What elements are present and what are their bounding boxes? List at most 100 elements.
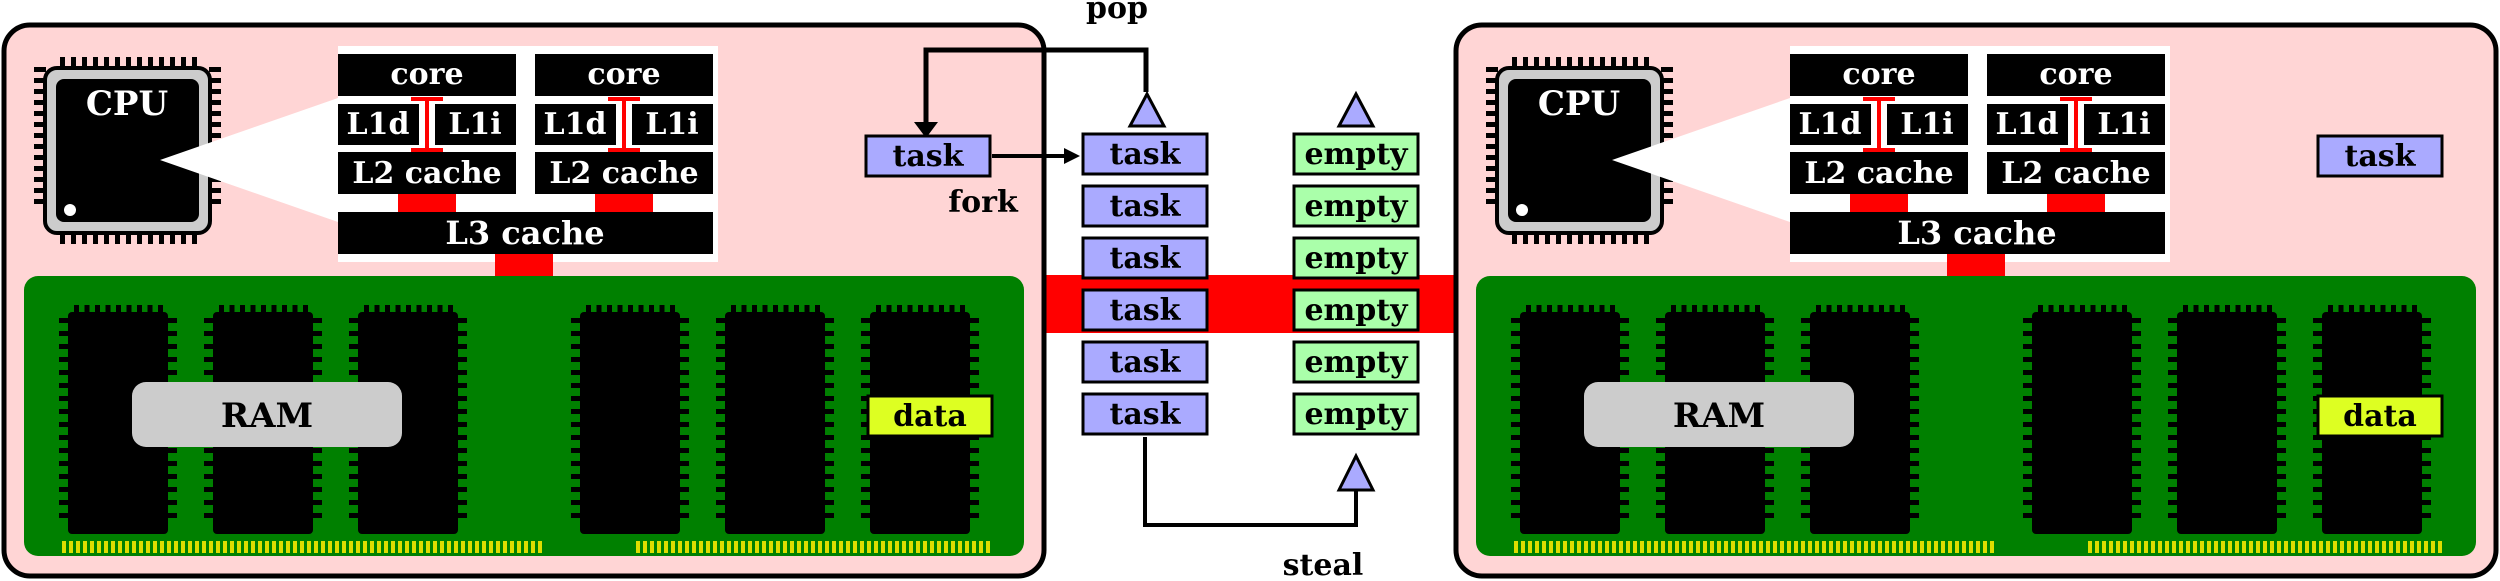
ram-edge-pin	[104, 541, 108, 553]
ram-chip-pin	[628, 305, 633, 313]
ram-chip-pin	[1620, 500, 1629, 505]
ram-chip-pin	[168, 487, 177, 492]
ram-chip-pin	[282, 305, 287, 313]
cpu-pin	[1661, 78, 1673, 83]
ram-edge-pin	[251, 541, 255, 553]
ram-chip-pin	[2313, 500, 2322, 505]
cpu-pin	[1661, 188, 1673, 193]
ram-edge-pin	[2186, 541, 2190, 553]
deque-slot-label: empty	[1304, 137, 1409, 172]
ram-chip-pin	[1910, 487, 1919, 492]
right-l3-label: L3 cache	[1897, 214, 2056, 252]
cpu-pin	[115, 232, 120, 244]
ram-chip-pin	[571, 357, 580, 362]
ram-chip-pin	[1868, 305, 1874, 313]
ram-edge-pin	[1738, 541, 1742, 553]
ram-edge-pin	[69, 541, 73, 553]
ram-chip-pin	[395, 305, 401, 313]
ram-edge-pin	[2312, 541, 2316, 553]
ram-chip-pin	[204, 331, 213, 336]
ram-chip-pin	[1511, 357, 1520, 362]
left-l3-label: L3 cache	[445, 214, 604, 252]
ram-edge-pin	[1696, 541, 1700, 553]
ram-edge-pin	[895, 541, 899, 553]
ram-chip-pin	[2246, 305, 2251, 313]
deque-slot	[1081, 392, 1209, 436]
cpu-pin	[34, 100, 46, 105]
cpu-pin	[159, 232, 164, 244]
ram-edge-pin	[846, 541, 850, 553]
ram-chip-pin	[2132, 331, 2141, 336]
right-l3-link	[1947, 254, 2005, 276]
ram-chip-pin	[1511, 435, 1520, 440]
ram-edge-pin	[1752, 541, 1756, 553]
ram-edge-pin	[1892, 541, 1896, 553]
ram-chip-pin	[364, 305, 369, 313]
ram-chip-pin	[1656, 500, 1665, 505]
ram-chip-pin	[1681, 305, 1687, 313]
ram-chip-pin	[416, 305, 422, 313]
ram-chip-pin	[1620, 357, 1629, 362]
ram-chip-pin	[825, 318, 834, 323]
cpu-pin	[34, 78, 46, 83]
left-cpu-label: CPU	[86, 84, 168, 124]
ram-chip-pin	[861, 500, 870, 505]
ram-chip-pin	[1511, 331, 1520, 336]
cpu-pin	[1661, 122, 1673, 127]
ram-chip-pin	[897, 305, 902, 313]
ram-edge-pin	[937, 541, 941, 553]
ram-chip-pin	[1910, 396, 1919, 401]
ram-edge-pin	[384, 541, 388, 553]
ram-chip-pin	[2422, 487, 2431, 492]
ram-chip-pin	[229, 305, 235, 313]
cpu-pin	[137, 57, 142, 69]
cpu-pin	[209, 100, 221, 105]
ram-edge-pin	[909, 541, 913, 553]
ram-chip-pin	[59, 344, 68, 349]
ram-chip-pin	[716, 500, 725, 505]
cpu-pin	[1523, 57, 1528, 69]
ram-chip-pin	[2168, 331, 2177, 336]
ram-chip-pin	[261, 305, 266, 313]
ram-chip-pin	[313, 318, 322, 323]
cpu-pin	[209, 89, 221, 94]
ram-edge-pin	[132, 541, 136, 553]
l1i-label: L1i	[1900, 107, 1953, 142]
ram-chip-pin	[680, 409, 689, 414]
ram-chip-pin	[126, 305, 132, 313]
ram-chip-pin	[1765, 357, 1774, 362]
ram-edge-pin	[2417, 541, 2421, 553]
ram-edge-pin	[531, 541, 535, 553]
ram-chip-pin	[2313, 383, 2322, 388]
ram-chip-pin	[571, 409, 580, 414]
ram-edge-pin	[1556, 541, 1560, 553]
ram-chip-pin	[825, 383, 834, 388]
cpu-pin	[148, 232, 153, 244]
ram-chip-pin	[1620, 474, 1629, 479]
right-core-2: core L1d L1i L2 cache	[1987, 54, 2165, 212]
cpu-pin	[115, 57, 120, 69]
steal-label: steal	[1283, 548, 1364, 581]
ram-chip-pin	[2277, 448, 2286, 453]
ram-chip-pin	[59, 474, 68, 479]
l1d-label: L1d	[544, 107, 607, 142]
ram-chip-pin	[1801, 474, 1810, 479]
ram-chip-pin	[1589, 305, 1594, 313]
ram-edge-pin	[83, 541, 87, 553]
steal-triangle	[1336, 452, 1376, 492]
ram-edge-pin	[2109, 541, 2113, 553]
ram-edge-pin	[209, 541, 213, 553]
ram-edge-pin	[762, 541, 766, 553]
ram-chip-pin	[804, 305, 810, 313]
cpu-pin	[137, 232, 142, 244]
ram-chip-pin	[313, 500, 322, 505]
cpu-pin	[82, 57, 87, 69]
ram-chip-pin	[2313, 513, 2322, 518]
cpu-pin	[60, 57, 65, 69]
ram-chip-pin	[2359, 305, 2365, 313]
ram-chip-pin	[2168, 370, 2177, 375]
ram-edge-pin	[1794, 541, 1798, 553]
ram-chip-pin	[1910, 435, 1919, 440]
ram-edge-pin	[853, 541, 857, 553]
ram-edge-pin	[923, 541, 927, 553]
